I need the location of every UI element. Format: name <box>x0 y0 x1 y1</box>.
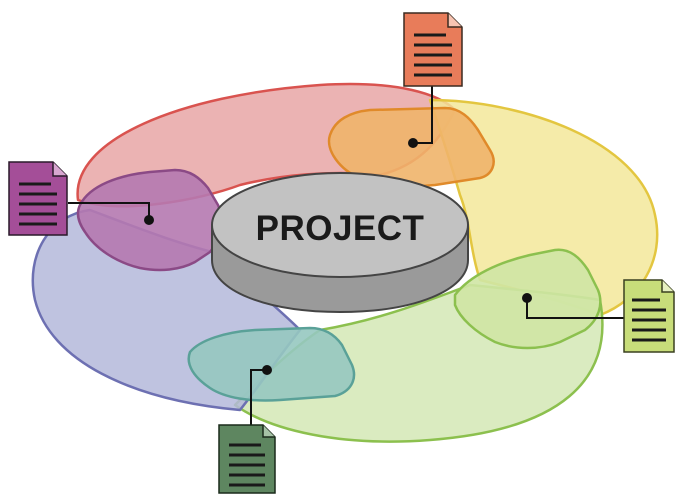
document-icon <box>403 12 463 87</box>
document-icon <box>218 424 276 494</box>
project-disc: PROJECT <box>211 172 469 314</box>
connector-darkgreen <box>250 365 272 428</box>
overlap-teal <box>187 326 356 402</box>
connector-purple <box>68 202 154 225</box>
connector-orange <box>408 85 433 148</box>
document-icon <box>623 279 675 353</box>
connector-lightgreen <box>522 293 625 319</box>
project-label: PROJECT <box>256 209 425 248</box>
document-icon <box>8 161 68 236</box>
